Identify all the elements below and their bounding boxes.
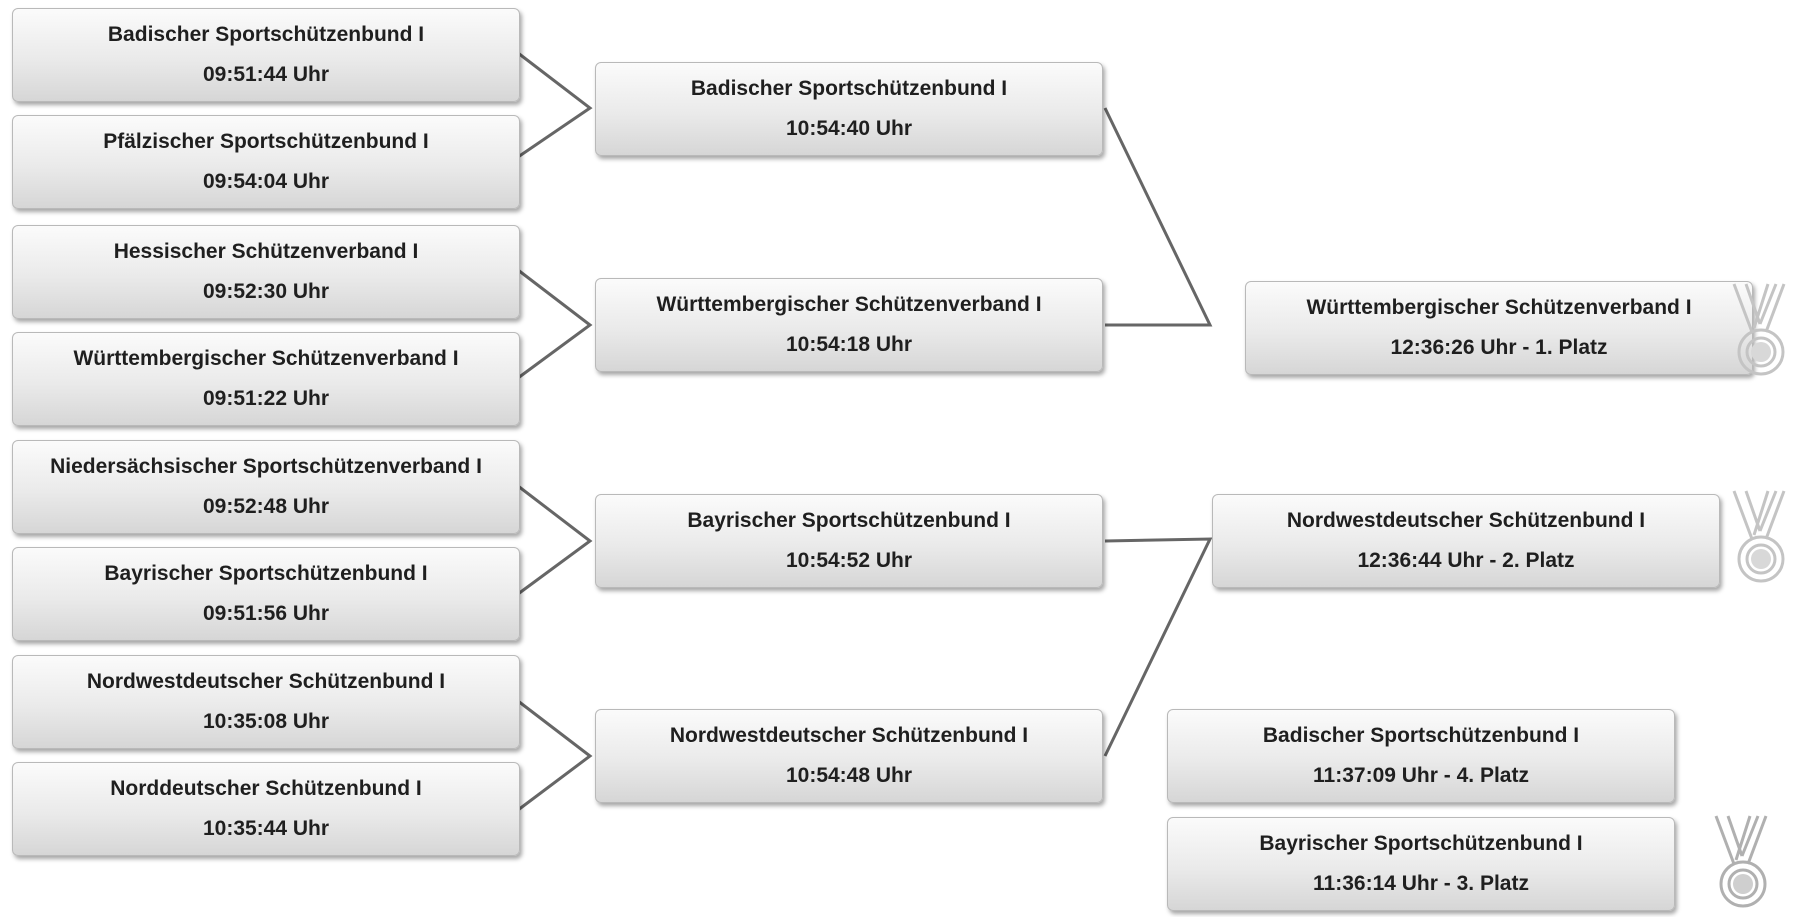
team-name: Bayrischer Sportschützenbund I [104,562,428,585]
team-name: Nordwestdeutscher Schützenbund I [1286,509,1646,532]
round1-match: Badischer Sportschützenbund I 09:51:44 U… [12,8,520,102]
placement-match: Bayrischer Sportschützenbund I 11:36:14 … [1167,817,1675,911]
match-time: 10:54:18 Uhr [785,333,913,356]
round1-match: Niedersächsischer Sportschützenverband I… [12,440,520,534]
match-time: 09:52:48 Uhr [202,495,330,518]
round2-match: Bayrischer Sportschützenbund I 10:54:52 … [595,494,1103,588]
round1-match: Nordwestdeutscher Schützenbund I 10:35:0… [12,655,520,749]
round1-match: Württembergischer Schützenverband I 09:5… [12,332,520,426]
match-time: 09:52:30 Uhr [202,280,330,303]
team-name: Württembergischer Schützenverband I [656,293,1042,316]
match-time: 12:36:44 Uhr - 2. Platz [1357,549,1575,572]
round1-match: Norddeutscher Schützenbund I 10:35:44 Uh… [12,762,520,856]
medal-icon [1714,815,1768,908]
match-time: 10:35:44 Uhr [202,817,330,840]
team-name: Bayrischer Sportschützenbund I [1259,832,1583,855]
match-time: 09:51:56 Uhr [202,602,330,625]
connector-line [517,268,593,380]
match-time: 10:54:48 Uhr [785,764,913,787]
team-name: Niedersächsischer Sportschützenverband I [50,455,482,478]
medal-icon [1732,490,1786,583]
final-match: Nordwestdeutscher Schützenbund I 12:36:4… [1212,494,1720,588]
medal-icon [1732,283,1786,376]
team-name: Badischer Sportschützenbund I [107,23,425,46]
connector-line [517,699,593,812]
match-time: 11:36:14 Uhr - 3. Platz [1313,872,1529,895]
round1-match: Bayrischer Sportschützenbund I 09:51:56 … [12,547,520,641]
team-name: Hessischer Schützenverband I [113,240,419,263]
round2-match: Badischer Sportschützenbund I 10:54:40 U… [595,62,1103,156]
match-time: 10:35:08 Uhr [202,710,330,733]
match-time: 10:54:52 Uhr [785,549,913,572]
connector-line [1103,107,1213,327]
match-time: 09:54:04 Uhr [202,170,330,193]
connector-line [517,484,593,596]
match-time: 12:36:26 Uhr - 1. Platz [1390,336,1608,359]
team-name: Pfälzischer Sportschützenbund I [103,130,429,153]
team-name: Nordwestdeutscher Schützenbund I [669,724,1029,747]
round2-match: Württembergischer Schützenverband I 10:5… [595,278,1103,372]
team-name: Württembergischer Schützenverband I [73,347,459,370]
match-time: 11:37:09 Uhr - 4. Platz [1313,764,1529,787]
match-time: 10:54:40 Uhr [785,117,913,140]
team-name: Badischer Sportschützenbund I [690,77,1008,100]
connector-line [1103,537,1213,757]
round1-match: Pfälzischer Sportschützenbund I 09:54:04… [12,115,520,209]
round1-match: Hessischer Schützenverband I 09:52:30 Uh… [12,225,520,319]
match-time: 09:51:44 Uhr [202,63,330,86]
team-name: Norddeutscher Schützenbund I [110,777,422,800]
team-name: Bayrischer Sportschützenbund I [687,509,1011,532]
team-name: Württembergischer Schützenverband I [1306,296,1692,319]
team-name: Nordwestdeutscher Schützenbund I [86,670,446,693]
final-match: Württembergischer Schützenverband I 12:3… [1245,281,1753,375]
team-name: Badischer Sportschützenbund I [1262,724,1580,747]
placement-match: Badischer Sportschützenbund I 11:37:09 U… [1167,709,1675,803]
connector-line [517,51,593,159]
round2-match: Nordwestdeutscher Schützenbund I 10:54:4… [595,709,1103,803]
match-time: 09:51:22 Uhr [202,387,330,410]
